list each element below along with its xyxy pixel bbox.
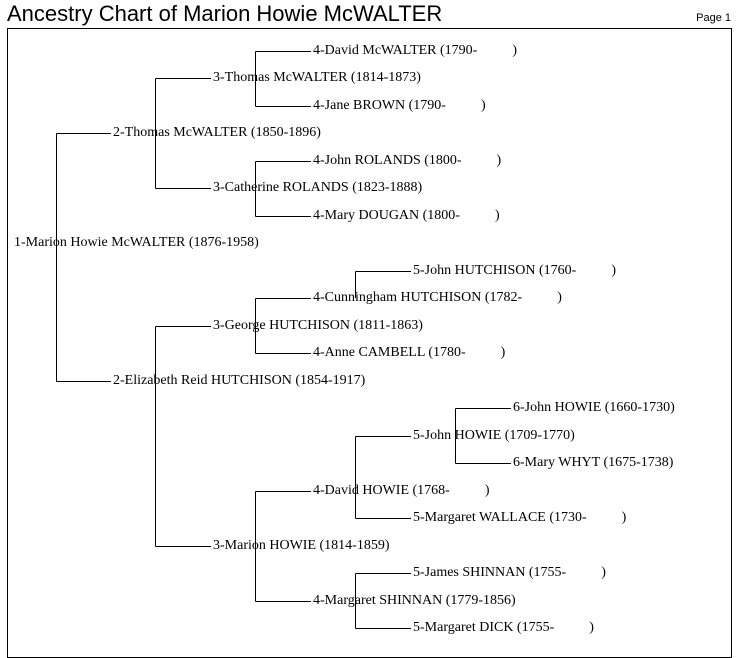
person-thomas-mcwalter-1850: 2-Thomas McWALTER (1850-1896) (113, 125, 321, 140)
connector-5a (455, 408, 511, 464)
person-james-shinnan: 5-James SHINNAN (1755- ) (413, 565, 606, 580)
person-john-howie-1709: 5-John HOWIE (1709-1770) (413, 428, 575, 443)
connector-3c (255, 298, 311, 354)
person-john-rolands: 4-John ROLANDS (1800- ) (313, 153, 502, 168)
person-marion-howie-mcwalter: 1-Marion Howie McWALTER (1876-1958) (14, 235, 259, 250)
person-elizabeth-hutchison: 2-Elizabeth Reid HUTCHISON (1854-1917) (113, 373, 366, 388)
connector-4b (355, 436, 411, 519)
person-george-hutchison: 3-George HUTCHISON (1811-1863) (213, 318, 423, 333)
person-margaret-shinnan: 4-Margaret SHINNAN (1779-1856) (313, 593, 516, 608)
person-david-howie: 4-David HOWIE (1768- ) (313, 483, 490, 498)
person-jane-brown: 4-Jane BROWN (1790- ) (313, 98, 486, 113)
person-mary-whyt: 6-Mary WHYT (1675-1738) (513, 455, 674, 470)
page-number: Page 1 (696, 12, 731, 24)
person-cunningham-hutchison: 4-Cunningham HUTCHISON (1782- ) (313, 290, 562, 305)
person-david-mcwalter: 4-David McWALTER (1790- ) (313, 43, 518, 58)
connector-3d (255, 491, 311, 602)
person-catherine-rolands: 3-Catherine ROLANDS (1823-1888) (213, 180, 423, 195)
connector-3b (255, 161, 311, 217)
connector-4c (355, 573, 411, 629)
person-john-hutchison: 5-John HUTCHISON (1760- ) (413, 263, 616, 278)
person-marion-howie: 3-Marion HOWIE (1814-1859) (213, 538, 390, 553)
connector-3a (255, 51, 311, 107)
person-margaret-dick: 5-Margaret DICK (1755- ) (413, 620, 594, 635)
connector-2a (155, 78, 211, 189)
person-anne-cambell: 4-Anne CAMBELL (1780- ) (313, 345, 506, 360)
person-john-howie-1660: 6-John HOWIE (1660-1730) (513, 400, 675, 415)
connector-2b (155, 326, 211, 547)
connector-1 (56, 133, 111, 382)
person-thomas-mcwalter-1814: 3-Thomas McWALTER (1814-1873) (213, 70, 421, 85)
connector-4a (355, 271, 411, 298)
person-mary-dougan: 4-Mary DOUGAN (1800- ) (313, 208, 500, 223)
person-margaret-wallace: 5-Margaret WALLACE (1730- ) (413, 510, 627, 525)
chart-title: Ancestry Chart of Marion Howie McWALTER (7, 1, 443, 26)
